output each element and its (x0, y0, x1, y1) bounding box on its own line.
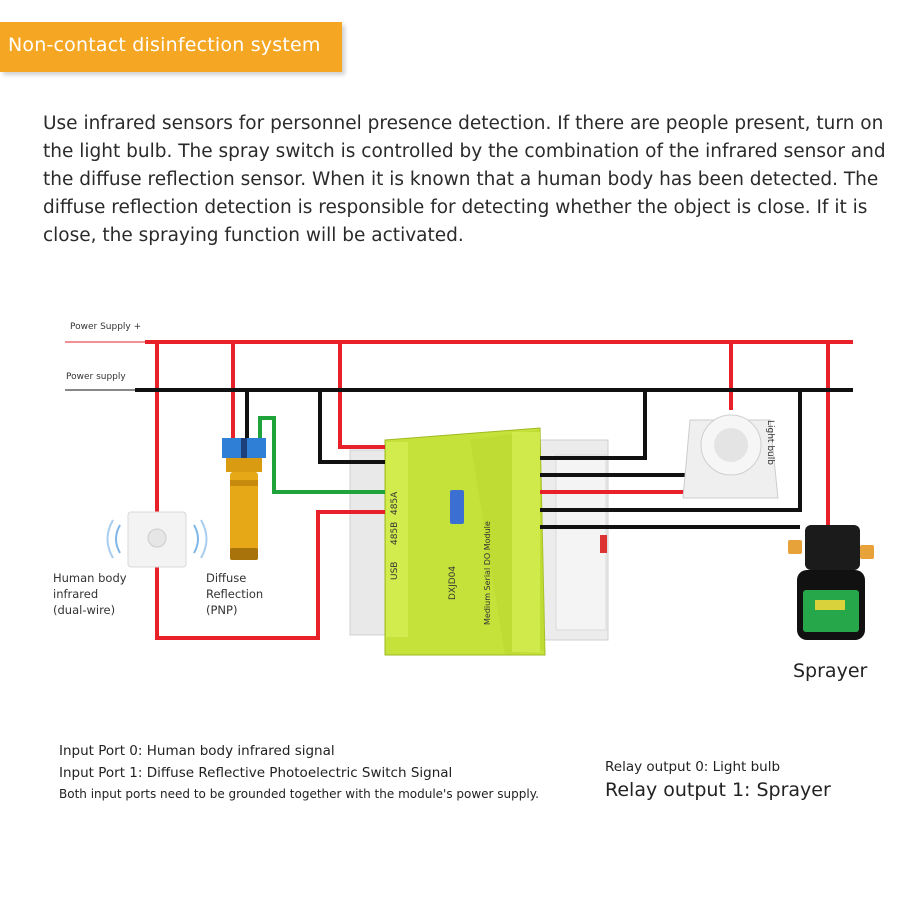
human-infrared-sensor (106, 511, 208, 568)
section-header-tab: Non-contact disinfection system (0, 22, 342, 72)
input-note-0: Input Port 0: Human body infrared signal (59, 743, 335, 759)
module-port-485a: 485A (390, 491, 400, 515)
negative-wiring (135, 388, 853, 529)
sprayer-label: Sprayer (793, 660, 868, 682)
input-note-2: Both input ports need to be grounded tog… (59, 787, 539, 801)
diffuse-sensor-label-line3: (PNP) (206, 603, 238, 617)
human-sensor-label: Human body infrared (dual-wire) (53, 570, 127, 618)
light-bulb-label: Light bulb (765, 420, 775, 465)
relay-notes: Relay output 0: Light bulb Relay output … (605, 757, 831, 803)
intro-paragraph: Use infrared sensors for personnel prese… (43, 113, 886, 246)
relay-note-1: Relay output 1: Sprayer (605, 779, 831, 801)
diffuse-sensor-label: Diffuse Reflection (PNP) (206, 570, 263, 618)
relay-module (349, 427, 609, 656)
module-port-usb: USB (390, 562, 400, 580)
diffuse-reflection-sensor (222, 438, 266, 560)
input-notes: Input Port 0: Human body infrared signal… (59, 740, 539, 804)
light-bulb: Light bulb (682, 414, 779, 499)
module-model: DXJD04 (448, 566, 458, 600)
section-title: Non-contact disinfection system (8, 34, 321, 56)
module-brand: Medium Serial DO Module (483, 521, 492, 625)
input-note-1: Input Port 1: Diffuse Reflective Photoel… (59, 765, 453, 781)
diffuse-sensor-label-line1: Diffuse (206, 571, 247, 585)
sprayer-pump (788, 525, 874, 640)
positive-rail-label: Power Supply + (70, 322, 142, 332)
module-text: USB 485B 485A Medium Serial DO Module DX… (390, 491, 492, 625)
human-sensor-label-line2: infrared (53, 587, 99, 601)
signal-wire (258, 416, 385, 494)
negative-rail-label: Power supply (66, 372, 126, 382)
human-sensor-label-line3: (dual-wire) (53, 603, 116, 617)
module-port-485b: 485B (390, 522, 400, 545)
relay-note-0: Relay output 0: Light bulb (605, 759, 781, 775)
diffuse-sensor-label-line2: Reflection (206, 587, 264, 601)
human-sensor-label-line1: Human body (53, 571, 127, 585)
